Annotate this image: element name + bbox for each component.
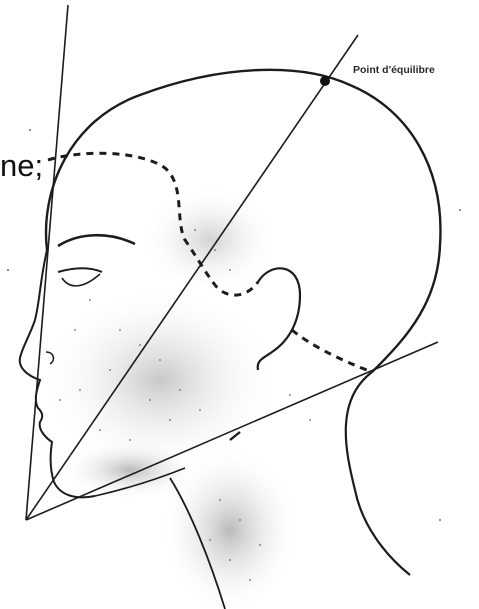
back-neck-outline <box>346 372 410 575</box>
balance-point-dot <box>320 76 330 86</box>
eye-upper <box>58 268 102 272</box>
nape-hairline-dashed <box>292 330 372 372</box>
vertical-guide-line <box>26 5 68 520</box>
balance-point-label: Point d'équilibre <box>353 64 435 76</box>
eye-lower <box>62 274 100 286</box>
eyebrow <box>58 235 135 246</box>
temple-shading <box>140 185 280 295</box>
cropped-fragment-text: ne; <box>0 150 62 181</box>
